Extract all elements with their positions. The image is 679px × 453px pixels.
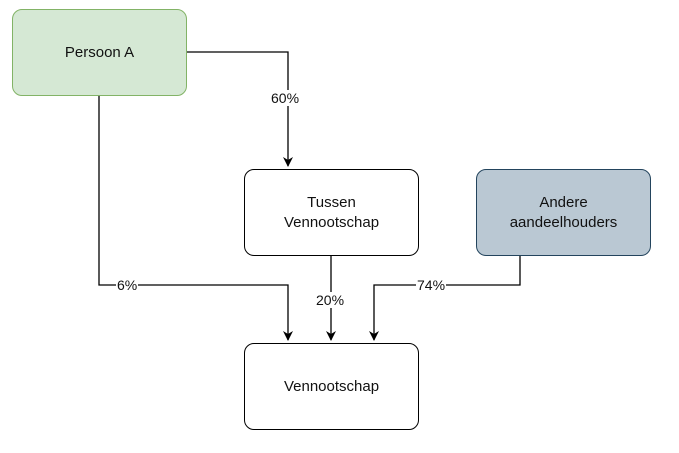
node-tussen-vennootschap[interactable]: Tussen Vennootschap — [244, 169, 419, 256]
node-persoon-a-line-1: Persoon A — [64, 43, 135, 61]
edge-label-6: 6% — [116, 277, 139, 293]
edge-persoon-a-to-vennootschap — [98, 96, 293, 341]
node-andere-aandeelhouders-label: Andere aandeelhouders — [510, 193, 618, 233]
node-persoon-a-label: Persoon A — [65, 43, 134, 63]
node-persoon-a[interactable]: Persoon A — [12, 9, 187, 96]
edge-label-60: 60% — [270, 90, 301, 106]
edge-label-20: 20% — [315, 292, 346, 308]
node-andere-aandeelhouders[interactable]: Andere aandeelhouders — [476, 169, 651, 256]
edge-label-74: 74% — [416, 277, 447, 293]
node-vennootschap[interactable]: Vennootschap — [244, 343, 419, 430]
node-vennootschap-label: Vennootschap — [284, 377, 379, 397]
node-vennootschap-line-1: Vennootschap — [283, 377, 380, 395]
node-tussen-vennootschap-label: Tussen Vennootschap — [284, 193, 379, 233]
node-andere-line-1: Andere — [539, 193, 588, 211]
node-andere-line-2: aandeelhouders — [509, 213, 618, 231]
edge-persoon-a-to-tussen — [187, 51, 293, 167]
node-tussen-line-2: Vennootschap — [283, 213, 380, 231]
node-tussen-line-1: Tussen — [307, 193, 356, 211]
edge-andere-to-vennootschap — [369, 256, 521, 341]
